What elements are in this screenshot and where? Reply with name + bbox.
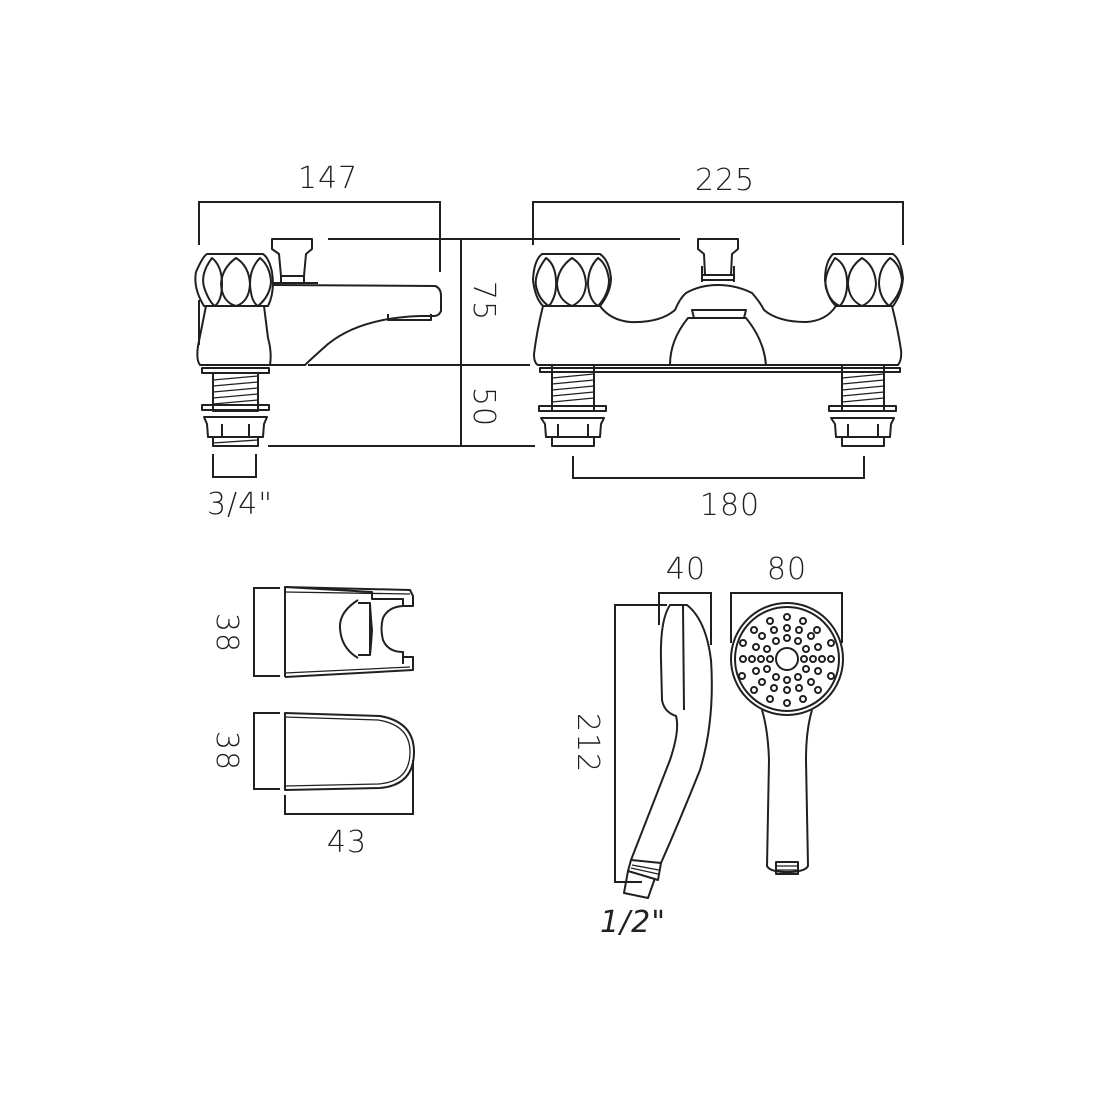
spray-holes — [738, 613, 835, 707]
bracket-depth-label: 43 — [327, 825, 367, 860]
centres-dimension-line — [572, 456, 865, 479]
handset-face-view — [730, 592, 844, 875]
lower-height-label: 50 — [466, 387, 501, 427]
bracket-side-height-label: 38 — [209, 731, 244, 771]
width-dimension-line — [198, 201, 441, 272]
wall-bracket-front — [253, 586, 414, 678]
handset-thread-label: 1/2" — [600, 905, 666, 940]
side-view-tap — [194, 201, 680, 478]
tap-thread-label: 3/4" — [207, 487, 273, 522]
front-view-mixer — [532, 201, 904, 479]
overall-width-dimension-line — [532, 201, 904, 245]
handset-side-view — [614, 592, 713, 899]
handset-side-width-label: 40 — [666, 552, 706, 587]
handset-face-width-label: 80 — [767, 552, 807, 587]
front-width-label: 225 — [695, 163, 755, 198]
bracket-front-height-label: 38 — [209, 613, 244, 653]
handset-length-label: 212 — [570, 713, 605, 773]
wall-bracket-side — [253, 712, 415, 815]
right-handle — [824, 253, 904, 307]
side-width-label: 147 — [298, 161, 358, 196]
centres-label: 180 — [700, 488, 760, 523]
left-handle — [532, 253, 612, 307]
upper-height-label: 75 — [466, 281, 501, 321]
